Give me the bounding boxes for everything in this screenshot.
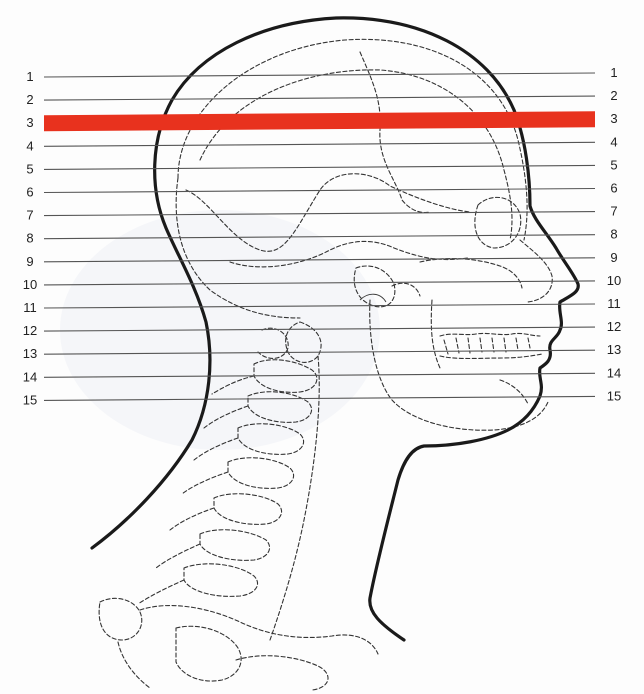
slice-label-right: 2 <box>610 88 617 103</box>
skull-icon <box>175 38 553 431</box>
slice-label-right: 8 <box>610 227 617 242</box>
slice-line-5 <box>43 164 596 170</box>
slice-label-right: 1 <box>610 65 617 80</box>
slice-label-right: 6 <box>610 181 617 196</box>
slice-line-9 <box>43 257 596 263</box>
slice-label-left: 6 <box>26 185 33 200</box>
head-profile-icon <box>90 16 580 642</box>
slice-label-left: 2 <box>26 92 33 107</box>
slice-label-left: 9 <box>26 254 33 269</box>
slice-line-13 <box>43 349 596 355</box>
slice-line-8 <box>43 234 596 240</box>
slice-label-left: 11 <box>23 300 37 315</box>
slice-label-right: 7 <box>610 204 617 219</box>
slice-label-left: 10 <box>23 277 37 292</box>
slice-label-left: 15 <box>23 392 37 407</box>
slice-label-right: 5 <box>610 157 617 172</box>
slice-label-right: 15 <box>607 388 621 403</box>
slice-label-right: 13 <box>607 342 621 357</box>
slice-label-left: 1 <box>26 69 33 84</box>
slice-lines <box>43 72 596 401</box>
slice-label-right: 14 <box>607 365 621 380</box>
slice-line-12 <box>43 326 596 332</box>
slice-label-left: 12 <box>23 323 37 338</box>
slice-line-15 <box>43 395 596 401</box>
slice-line-14 <box>43 372 596 378</box>
slice-label-left: 3 <box>26 115 33 130</box>
slice-line-1 <box>43 72 596 78</box>
slice-label-left: 7 <box>26 208 33 223</box>
cervical-spine-icon <box>98 321 379 691</box>
slice-label-right: 4 <box>610 134 617 149</box>
slice-line-4 <box>43 141 596 147</box>
slice-label-right: 12 <box>607 319 621 334</box>
slice-label-right: 3 <box>610 111 617 126</box>
highlight-band-slice-3 <box>44 111 595 132</box>
slice-label-right: 11 <box>607 296 621 311</box>
slice-label-left: 8 <box>26 231 33 246</box>
slice-line-6 <box>43 187 596 194</box>
slice-label-right: 9 <box>610 250 617 265</box>
slice-label-left: 14 <box>23 369 37 384</box>
slice-label-left: 5 <box>26 161 33 176</box>
slice-line-2 <box>43 95 596 101</box>
slice-line-7 <box>43 211 596 217</box>
slice-label-right: 10 <box>607 273 621 288</box>
slice-label-left: 4 <box>26 138 33 153</box>
highlighted-slice-band <box>44 111 595 132</box>
slice-line-10 <box>43 280 596 286</box>
slice-label-left: 13 <box>23 346 37 361</box>
slice-line-11 <box>43 303 596 309</box>
